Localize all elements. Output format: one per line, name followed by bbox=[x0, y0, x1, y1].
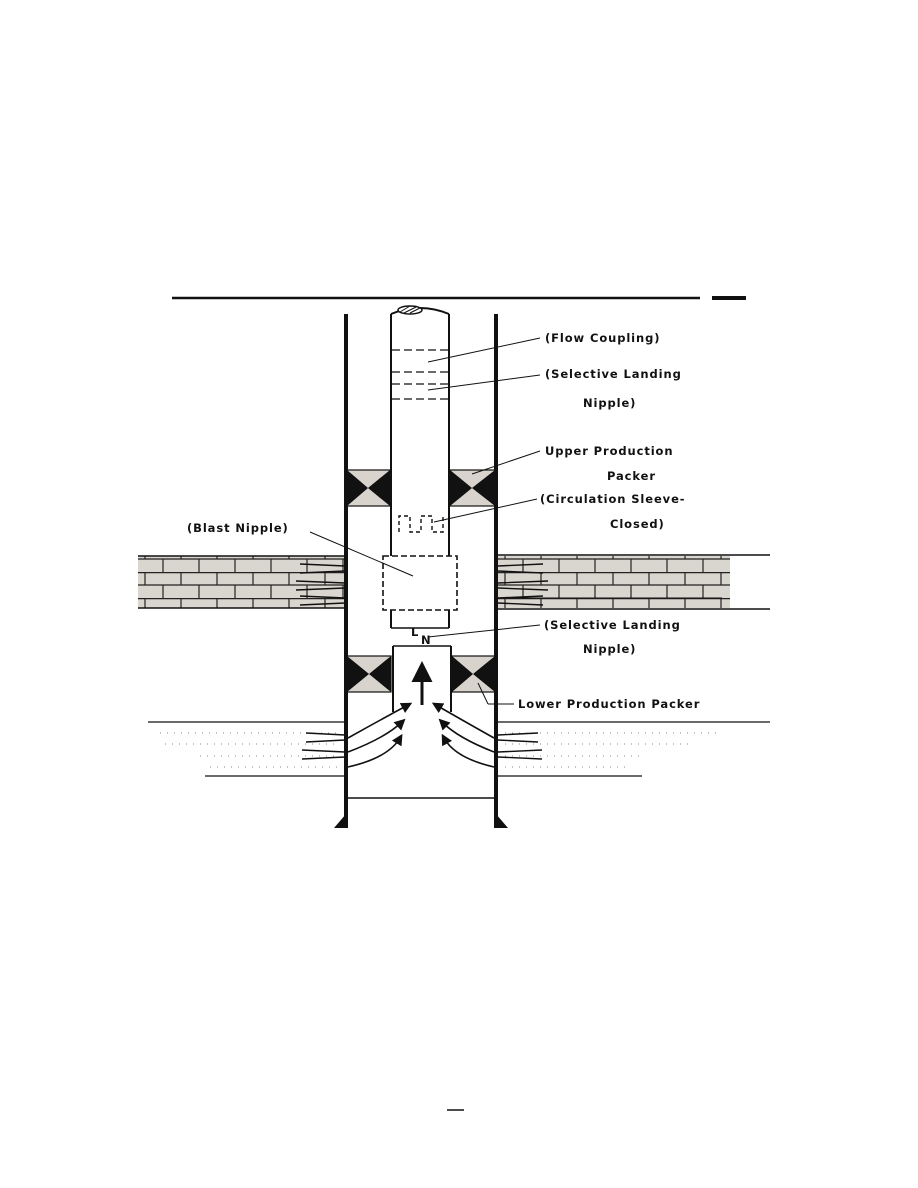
blast-nipple bbox=[382, 555, 458, 611]
flow-arrows-left bbox=[347, 702, 413, 768]
sand-zone bbox=[148, 721, 770, 777]
landing-nipple-mark-l: L bbox=[411, 625, 419, 639]
upper-production-packer-left bbox=[346, 469, 391, 507]
lower-production-packer-right bbox=[451, 655, 496, 693]
label-selective-landing-upper-1: (Selective Landing bbox=[545, 367, 682, 381]
label-blast-nipple: (Blast Nipple) bbox=[187, 521, 289, 535]
flow-coupling bbox=[392, 349, 448, 373]
flow-arrows-right bbox=[431, 702, 495, 768]
label-selective-landing-upper-2: Nipple) bbox=[583, 396, 636, 410]
landing-nipple-mark-n: N bbox=[421, 633, 432, 647]
label-selective-landing-lower-1: (Selective Landing bbox=[544, 618, 681, 632]
brick-formation-right bbox=[498, 554, 770, 610]
upper-production-packer-right bbox=[449, 469, 496, 507]
casing bbox=[334, 314, 508, 828]
label-upper-packer-1: Upper Production bbox=[545, 444, 673, 458]
label-lower-packer: Lower Production Packer bbox=[518, 697, 700, 711]
label-circulation-sleeve-2: Closed) bbox=[610, 517, 665, 531]
tubing bbox=[390, 305, 452, 712]
label-flow-coupling: (Flow Coupling) bbox=[545, 331, 660, 345]
label-upper-packer-2: Packer bbox=[607, 469, 656, 483]
label-selective-landing-lower-2: Nipple) bbox=[583, 642, 636, 656]
selective-landing-nipple-upper bbox=[392, 383, 448, 400]
label-circulation-sleeve-1: (Circulation Sleeve- bbox=[540, 492, 685, 506]
perforations-brick bbox=[295, 563, 549, 606]
leader-lines bbox=[309, 337, 541, 705]
lower-production-packer-left bbox=[346, 655, 392, 693]
circulation-sleeve bbox=[398, 515, 444, 533]
